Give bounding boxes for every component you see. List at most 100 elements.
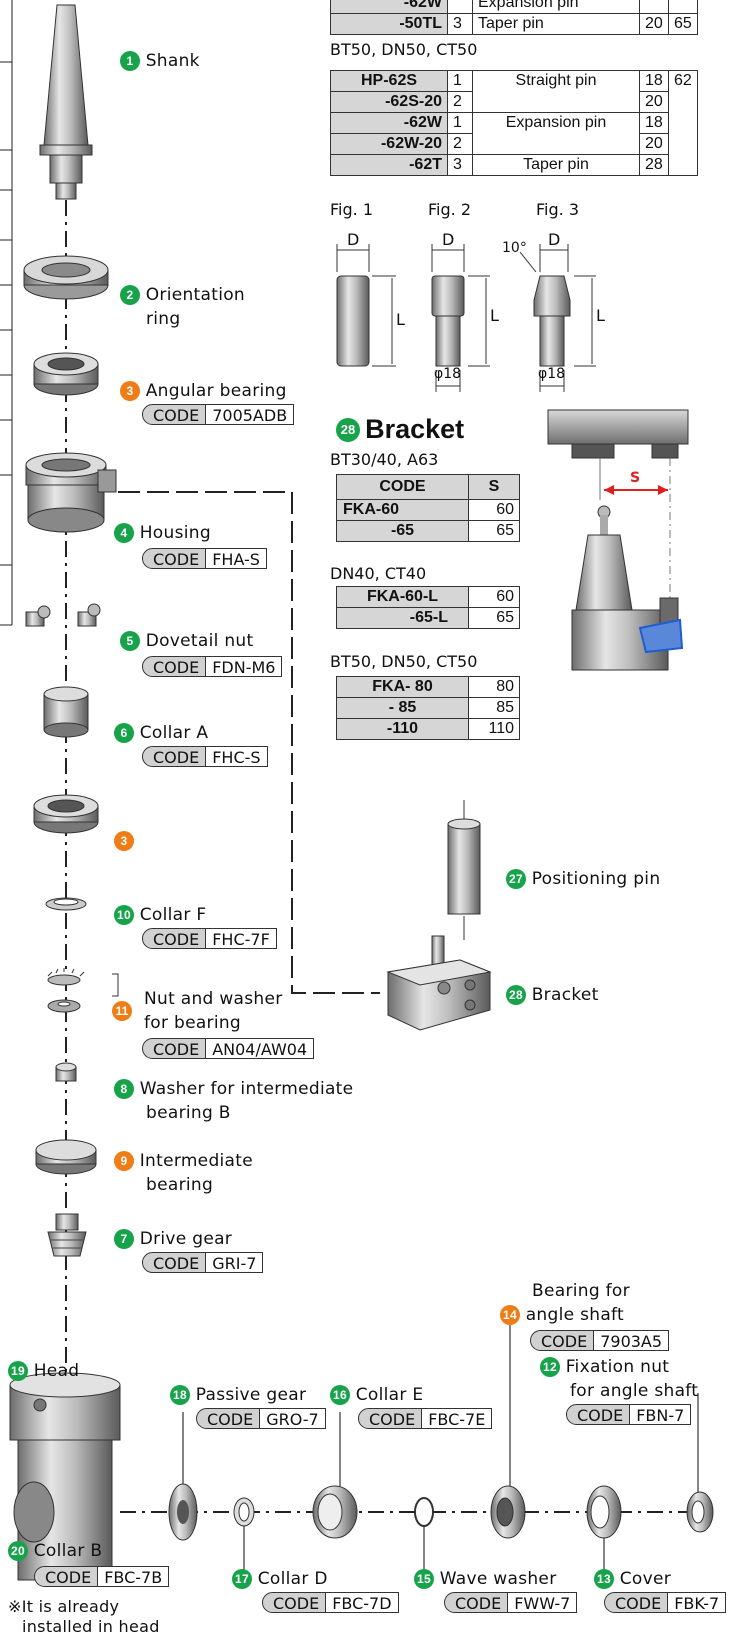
- table-row: -65-L 65: [337, 608, 520, 629]
- code-tag: CODE: [262, 1592, 326, 1613]
- bracket-heading: 28 Bracket: [336, 414, 464, 445]
- part-14-name-line1: Bearing for: [532, 1280, 630, 1302]
- part-3b-label: 3: [114, 830, 134, 852]
- part-2-badge: 2: [120, 285, 140, 305]
- part-3-label: 3 Angular bearing: [120, 380, 287, 402]
- part-11-badge: 11: [112, 1001, 132, 1021]
- table-row: FKA-60-L 60: [337, 587, 520, 608]
- bracket-table-2: FKA-60-L 60 -65-L 65: [336, 586, 520, 629]
- part-17-badge: 17: [232, 1569, 252, 1589]
- bracket-t2-title: DN40, CT40: [330, 564, 426, 583]
- fig3-angle-label: 10°: [502, 240, 527, 256]
- code-cell: HP-62S: [331, 71, 448, 92]
- part-6-badge: 6: [114, 723, 134, 743]
- s-cell: 60: [469, 500, 520, 521]
- fig3-l-label: L: [596, 306, 605, 325]
- part-20-code: CODEFBC-7B: [34, 1566, 169, 1587]
- fig3-label: Fig. 3: [536, 200, 579, 219]
- d-cell: 62: [669, 71, 698, 176]
- collar-f-illustration: [46, 898, 86, 910]
- part-3-name: Angular bearing: [146, 381, 287, 401]
- qty-cell: 1: [448, 71, 473, 92]
- table-row: -62W Expansion pin: [331, 0, 698, 14]
- code-cell: -110: [337, 719, 469, 740]
- part-16-code: CODEFBC-7E: [358, 1408, 492, 1429]
- table-row: FKA-60 60: [337, 500, 520, 521]
- code-value: FBC-7E: [422, 1408, 492, 1429]
- fig3-d-label: D: [548, 230, 560, 249]
- code-value: FBC-7B: [98, 1566, 169, 1587]
- code-value: GRO-7: [260, 1408, 326, 1429]
- fig1-d-label: D: [347, 230, 359, 249]
- code-cell: -62W-20: [331, 134, 448, 155]
- part-15-badge: 15: [414, 1569, 434, 1589]
- part-4-badge: 4: [114, 523, 134, 543]
- part-12-name-line2: for angle shaft: [570, 1380, 698, 1402]
- l-cell: 28: [640, 155, 669, 176]
- table-row: FKA- 80 80: [337, 677, 520, 698]
- code-tag: CODE: [142, 548, 206, 569]
- bracket-title: Bracket: [365, 414, 464, 444]
- code-tag: CODE: [142, 746, 206, 767]
- code-value: GRI-7: [206, 1252, 263, 1273]
- code-cell: - 85: [337, 698, 469, 719]
- bracket-illustration: [388, 936, 490, 1030]
- code-cell: -62S-20: [331, 92, 448, 113]
- part-15-code: CODEFWW-7: [444, 1592, 577, 1613]
- part-13-label: 13 Cover: [594, 1568, 671, 1590]
- part-9-badge: 9: [114, 1151, 134, 1171]
- part-3b-badge: 3: [114, 831, 134, 851]
- cover-illustration: [587, 1486, 621, 1538]
- intermediate-bearing-illustration: [36, 1140, 96, 1174]
- part-11-code: CODEAN04/AW04: [142, 1038, 314, 1059]
- code-value: FHA-S: [206, 548, 267, 569]
- part-8-name-line1: Washer for intermediate: [140, 1079, 354, 1099]
- part-1-label: 1 Shank: [120, 50, 200, 72]
- code-value: FDN-M6: [206, 656, 282, 677]
- code-value: FHC-S: [206, 746, 267, 767]
- part-8-badge: 8: [114, 1079, 134, 1099]
- table-row: -62T 3 Taper pin 28: [331, 155, 698, 176]
- table-header-row: CODE S: [337, 475, 520, 500]
- angle-bearing-illustration: [491, 1486, 525, 1538]
- qty-cell: [448, 0, 473, 14]
- qty-cell: 2: [448, 92, 473, 113]
- part-1-badge: 1: [120, 51, 140, 71]
- part-13-name: Cover: [620, 1569, 671, 1589]
- part-3-badge: 3: [120, 381, 140, 401]
- s-cell: 110: [469, 719, 520, 740]
- fig1-l-label: L: [396, 310, 405, 329]
- part-4-label: 4 Housing: [114, 522, 211, 544]
- part-2-name-line2: ring: [146, 308, 180, 330]
- part-20-label: 20 Collar B: [8, 1540, 102, 1562]
- part-15-label: 15 Wave washer: [414, 1568, 556, 1590]
- code-cell: -62W: [331, 113, 448, 134]
- code-value: FHC-7F: [206, 928, 277, 949]
- code-tag: CODE: [142, 656, 206, 677]
- part-10-badge: 10: [114, 905, 134, 925]
- table-row: - 85 85: [337, 698, 520, 719]
- code-value: 7903A5: [594, 1330, 669, 1351]
- bracket-table-1: CODE S FKA-60 60 -65 65: [336, 474, 520, 542]
- washer-b-illustration: [56, 1063, 76, 1081]
- code-tag: CODE: [142, 928, 206, 949]
- code-cell: -50TL: [331, 14, 448, 35]
- code-value: FBN-7: [630, 1404, 691, 1425]
- d-cell: 65: [669, 14, 698, 35]
- code-value: FBK-7: [668, 1592, 726, 1613]
- code-tag: CODE: [358, 1408, 422, 1429]
- l-cell: 18: [640, 113, 669, 134]
- positioning-pin-illustration: [448, 800, 480, 940]
- part-27-badge: 27: [506, 869, 526, 889]
- collar-e-illustration: [313, 1486, 357, 1538]
- fig2-l-label: L: [490, 306, 499, 325]
- s-cell: 65: [469, 521, 520, 542]
- code-cell: FKA-60: [337, 500, 469, 521]
- part-4-name: Housing: [140, 523, 211, 543]
- bracket-photo: [548, 410, 688, 670]
- part-16-label: 16 Collar E: [330, 1384, 423, 1406]
- table-row: -62W 1 Expansion pin 18: [331, 113, 698, 134]
